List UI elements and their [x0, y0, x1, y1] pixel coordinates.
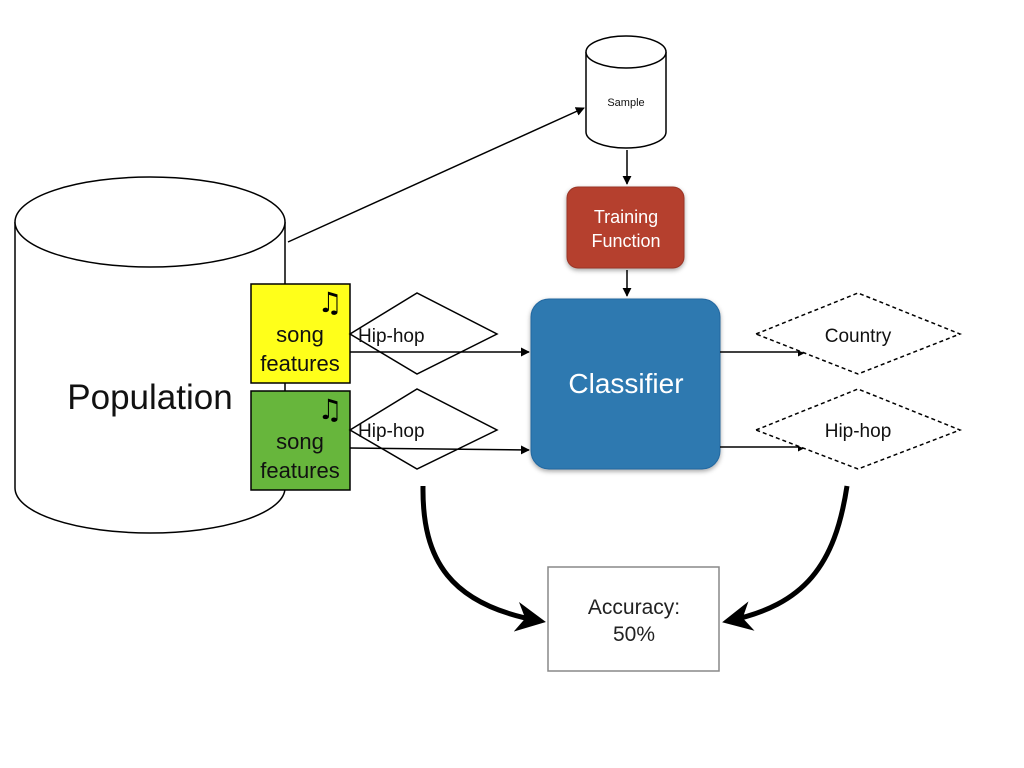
- classifier-label: Classifier: [568, 368, 683, 399]
- accuracy-box: Accuracy: 50%: [547, 566, 720, 672]
- music-note-icon: ♫: [317, 286, 342, 319]
- training-function-line2: Function: [591, 231, 660, 251]
- classifier-bg: [530, 298, 721, 470]
- prediction-2-diamond: [753, 388, 963, 470]
- true-label-2-text: Hip-hop: [358, 421, 425, 442]
- prediction-2: Hip-hop: [753, 388, 963, 470]
- music-note-icon: ♫: [317, 393, 342, 426]
- sample-cylinder: Sample: [585, 35, 667, 149]
- feature-box-2-bg: [250, 390, 351, 491]
- population-cylinder: Population: [14, 176, 286, 534]
- classifier-box: Classifier: [530, 298, 721, 470]
- true-label-1: Hip-hop: [348, 292, 499, 375]
- population-label: Population: [67, 378, 232, 417]
- feature-2-line2: features: [260, 458, 340, 483]
- accuracy-value: 50%: [613, 623, 655, 646]
- feature-box-1: ♫ song features: [250, 283, 351, 384]
- true-label-1-text: Hip-hop: [358, 326, 425, 347]
- feature-2-line1: song: [276, 429, 324, 454]
- sampling-arrow: [287, 107, 585, 243]
- feature-box-1-bg: [250, 283, 351, 384]
- prediction-2-text: Hip-hop: [825, 421, 892, 442]
- feature-2-input-arrow: [349, 445, 530, 455]
- prediction-1-diamond: [753, 292, 963, 375]
- feature-1-line1: song: [276, 322, 324, 347]
- accuracy-label: Accuracy:: [588, 596, 680, 619]
- feature-box-2: ♫ song features: [250, 390, 351, 491]
- training-function-bg: [566, 186, 685, 269]
- truth-to-accuracy-arrow: [420, 485, 546, 632]
- accuracy-box-border: [547, 566, 720, 672]
- training-function-box: Training Function: [566, 186, 685, 269]
- prediction-1-text: Country: [825, 326, 892, 347]
- prediction-to-accuracy-arrow: [722, 485, 850, 631]
- training-function-line1: Training: [594, 207, 658, 227]
- prediction-1: Country: [753, 292, 963, 375]
- feature-1-line2: features: [260, 351, 340, 376]
- sample-label: Sample: [607, 97, 644, 109]
- true-label-2: Hip-hop: [348, 388, 499, 470]
- true-label-1-diamond: [348, 292, 499, 375]
